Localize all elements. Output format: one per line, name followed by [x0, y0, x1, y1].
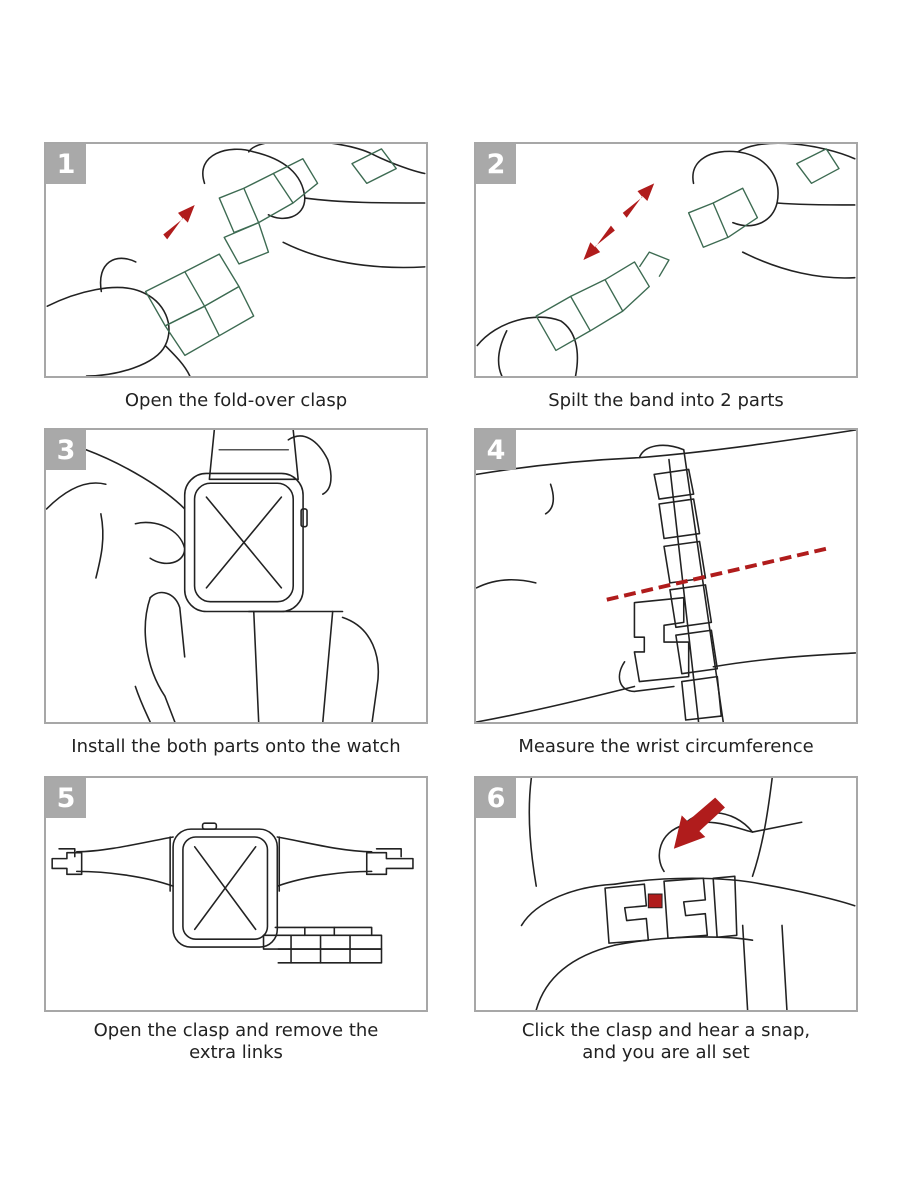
step-4-caption: Measure the wrist circumference [518, 736, 814, 757]
step-6-illustration [520, 778, 856, 1010]
arm-outline [528, 778, 538, 887]
step-2-caption: Spilt the band into 2 parts [548, 390, 784, 411]
measure-line [606, 546, 829, 602]
step-1-panel: 1 [44, 142, 428, 378]
watch-cross [205, 496, 283, 589]
red-arrow-up [622, 183, 655, 218]
step-1-illustration [46, 144, 426, 376]
step-3-badge: 3 [46, 430, 86, 470]
step-4-panel: 4 [474, 428, 858, 724]
step-4-illustration [476, 430, 856, 722]
wrist-outline [476, 430, 856, 476]
hand-bottom [144, 596, 176, 722]
step-1-caption: Open the fold-over clasp [124, 390, 348, 411]
strap-right [276, 836, 373, 887]
strap-left [75, 836, 174, 887]
band-loose-end [633, 596, 690, 683]
red-arrow [673, 797, 725, 849]
step-5-illustration [51, 822, 414, 964]
step-3-caption: Install the both parts onto the watch [71, 736, 401, 757]
watch-cross [193, 846, 257, 931]
hand-left [85, 448, 186, 510]
step-3-illustration [46, 430, 380, 722]
watch-case [183, 472, 304, 613]
hand-lower [46, 286, 170, 376]
hand-upper [202, 148, 306, 220]
step-3-panel: 3 [44, 428, 428, 724]
step-4-badge: 4 [476, 430, 516, 470]
watch-case [172, 828, 279, 948]
red-arrow-down [583, 225, 615, 260]
hand-lower [476, 316, 579, 376]
hand-upper [692, 150, 779, 227]
step-2-panel: 2 [474, 142, 858, 378]
red-arrow [163, 204, 195, 240]
step-2-badge: 2 [476, 144, 516, 184]
step-5-panel: 5 [44, 776, 428, 1012]
clasp-links [604, 883, 650, 944]
band-bottom [252, 610, 334, 722]
band-strap [638, 444, 725, 722]
extra-links [262, 934, 383, 950]
step-2-illustration [476, 144, 856, 376]
clasp-highlight [647, 893, 663, 909]
step-5-caption: Open the clasp and remove the extra link… [93, 1020, 379, 1063]
step-5-badge: 5 [46, 778, 86, 818]
band-upper-links [687, 202, 729, 248]
band-strap [614, 877, 856, 907]
end-link-right [365, 851, 414, 876]
step-6-badge: 6 [476, 778, 516, 818]
step-6-caption: Click the clasp and hear a snap, and you… [521, 1020, 811, 1063]
end-link-left [51, 851, 83, 876]
step-6-panel: 6 [474, 776, 858, 1012]
step-1-badge: 1 [46, 144, 86, 184]
band-top [208, 430, 299, 481]
